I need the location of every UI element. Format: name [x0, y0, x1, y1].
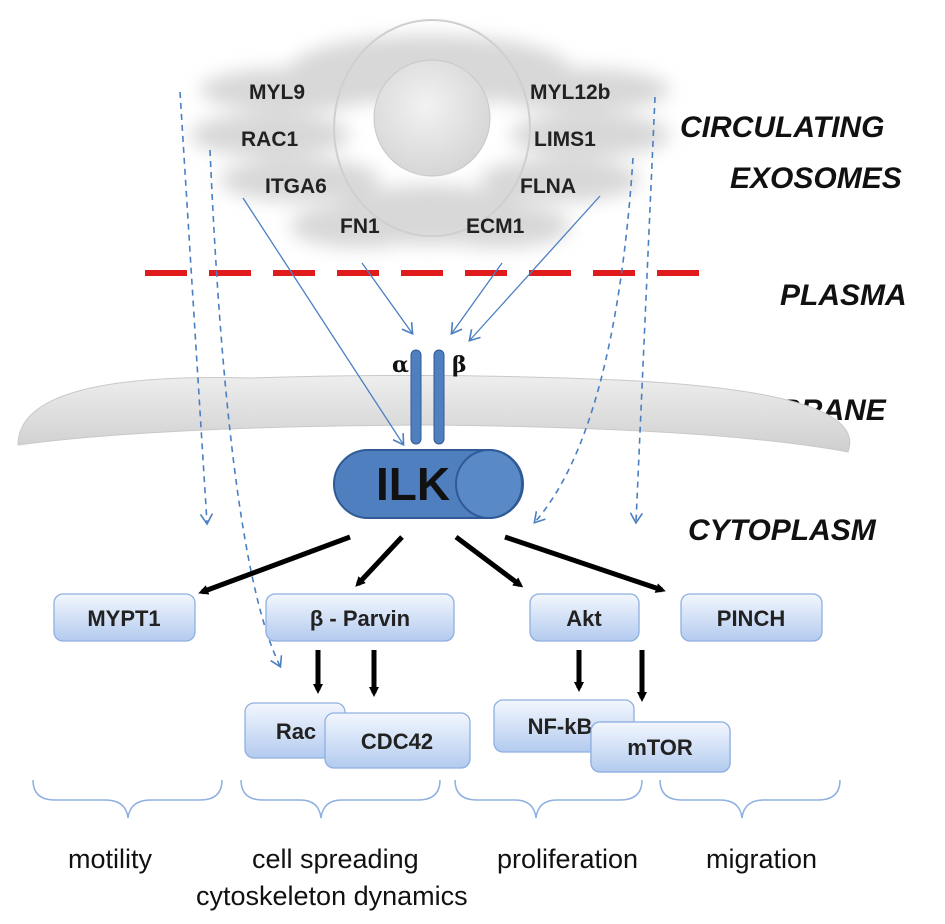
- label-circulating: CIRCULATING: [680, 111, 884, 144]
- box-parvin: [265, 593, 455, 642]
- label-exosomes: EXOSOMES: [730, 162, 902, 195]
- arrow-ilk-mypt1: [198, 534, 351, 595]
- label-mtor: mTOR: [627, 735, 693, 760]
- protein-rac1: RAC1: [241, 128, 298, 151]
- integrin-alpha-subunit: [410, 349, 422, 445]
- arrow-flna-integrin: [468, 195, 601, 342]
- box-mtor-overlay: [590, 721, 731, 773]
- arrow-itga6-ilk: [242, 197, 405, 447]
- protein-myl9: MYL9: [249, 81, 305, 104]
- arrow-ecm1-integrin: [450, 262, 503, 336]
- label-pinch: PINCH: [717, 606, 785, 631]
- arrow-ilk-pinch: [504, 534, 666, 593]
- brace-proliferation: [454, 779, 643, 819]
- label-parvin: β - Parvin: [310, 606, 410, 631]
- protein-fn1: FN1: [340, 215, 380, 238]
- box-akt: [529, 593, 640, 642]
- arrow-ilk-akt: [454, 535, 524, 588]
- protein-flna: FLNA: [520, 175, 576, 198]
- integrin-beta-subunit: [433, 349, 445, 445]
- arrow-ilk-parvin: [355, 535, 404, 587]
- label-cdc42: CDC42: [361, 729, 433, 754]
- outcome-cell-spreading: cell spreading: [252, 844, 419, 874]
- protein-ecm1: ECM1: [466, 215, 525, 238]
- outcome-migration: migration: [706, 844, 817, 874]
- ilk-output-arrows: [198, 534, 666, 702]
- integrin-beta-label: β: [452, 352, 467, 378]
- label-akt: Akt: [566, 606, 602, 631]
- exosome-to-integrin-arrows: [242, 195, 601, 447]
- dashed-arrow-myl9-mypt1: [179, 91, 214, 526]
- exosome-membrane: [333, 19, 531, 237]
- ilk-cylinder-end: [455, 449, 523, 519]
- dashed-arrow-lims1-ilk: [533, 157, 634, 524]
- exosome-cloud: [190, 19, 670, 248]
- outcome-motility: motility: [68, 844, 153, 874]
- label-rac: Rac: [276, 719, 316, 744]
- label-nfkb: NF-kB: [528, 714, 593, 739]
- integrin-alpha-label: α: [392, 352, 409, 378]
- arrow-fn1-integrin: [361, 262, 414, 336]
- ilk-node: [333, 449, 524, 519]
- ilk-label: ILK: [376, 458, 450, 510]
- exosome-core: [373, 59, 491, 177]
- label-plasma: PLASMA: [780, 279, 907, 312]
- dashed-arrow-myl12b-pinch: [629, 96, 656, 525]
- protein-lims1: LIMS1: [534, 128, 596, 151]
- outcome-braces: [32, 779, 841, 819]
- box-mypt1: [53, 593, 196, 642]
- box-cdc42: [324, 712, 471, 769]
- brace-motility: [32, 779, 223, 819]
- protein-myl12b: MYL12b: [530, 81, 611, 104]
- brace-migration: [659, 779, 841, 819]
- outcome-cytoskeleton: cytoskeleton dynamics: [196, 881, 468, 911]
- box-pinch: [680, 593, 823, 642]
- label-cytoplasm: CYTOPLASM: [688, 514, 877, 547]
- outcome-proliferation: proliferation: [497, 844, 638, 874]
- label-mypt1: MYPT1: [87, 606, 160, 631]
- integrin-dimer: [410, 349, 445, 445]
- brace-cell-spreading: [240, 779, 441, 819]
- protein-itga6: ITGA6: [265, 175, 327, 198]
